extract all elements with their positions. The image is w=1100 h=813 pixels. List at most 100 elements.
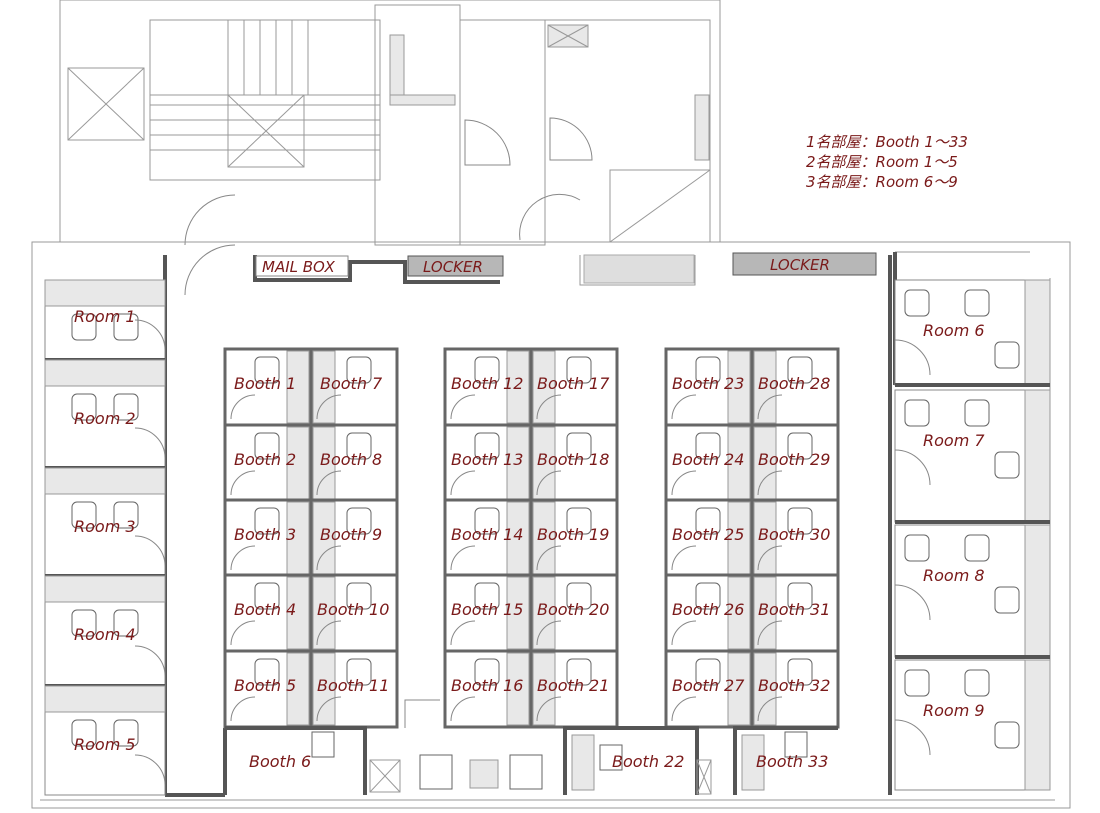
chair-icon xyxy=(787,658,813,686)
booth: Booth 5 xyxy=(223,649,313,729)
bottom-area: Booth 6 Booth 22 Booth 33 xyxy=(225,699,838,795)
booth-label: Booth 16 xyxy=(451,676,523,695)
booth-label: Booth 3 xyxy=(234,525,296,544)
booth-label: Booth 27 xyxy=(672,676,745,695)
booth: Booth 2 xyxy=(223,423,313,503)
booth: Booth 16 xyxy=(443,649,533,729)
locker-1-label: LOCKER xyxy=(423,258,483,276)
booth-label: Booth 25 xyxy=(672,525,744,544)
chair-icon xyxy=(71,501,97,529)
room-label: Room 7 xyxy=(923,431,985,450)
room-3: Room 3 xyxy=(44,467,166,578)
chair-icon xyxy=(474,507,500,535)
room-6: Room 6 xyxy=(894,279,1051,387)
booth-label: Booth 15 xyxy=(451,600,523,619)
chair-icon xyxy=(566,356,592,384)
booth-label: Booth 12 xyxy=(451,374,523,393)
chair-icon xyxy=(695,658,721,686)
mailbox: MAIL BOX xyxy=(255,255,349,277)
booth: Booth 9 xyxy=(309,498,399,578)
booth-label: Booth 4 xyxy=(234,600,296,619)
chair-icon xyxy=(787,582,813,610)
booth: Booth 8 xyxy=(309,423,399,503)
chair-icon xyxy=(71,313,97,341)
booth-label: Booth 30 xyxy=(758,525,830,544)
chair-icon xyxy=(254,507,280,535)
booth: Booth 7 xyxy=(309,347,399,427)
chair-icon xyxy=(904,669,930,697)
booth: Booth 28 xyxy=(750,347,840,427)
chair-icon xyxy=(113,609,139,637)
chair-icon xyxy=(787,432,813,460)
booth: Booth 18 xyxy=(529,423,619,503)
chair-icon xyxy=(566,582,592,610)
legend-line: 3名部屋：Room 6〜9 xyxy=(806,173,958,191)
booth: Booth 4 xyxy=(223,573,313,653)
room-label: Room 5 xyxy=(74,735,136,754)
room-label: Room 2 xyxy=(74,409,136,428)
chair-icon xyxy=(113,393,139,421)
room-1: Room 1 xyxy=(44,279,166,362)
room-label: Room 8 xyxy=(923,566,985,585)
booth: Booth 30 xyxy=(750,498,840,578)
chair-icon xyxy=(994,721,1020,749)
booth-label: Booth 22 xyxy=(612,752,684,771)
booth-label: Booth 23 xyxy=(672,374,744,393)
chair-icon xyxy=(695,507,721,535)
booth-label: Booth 31 xyxy=(758,600,830,619)
booth: Booth 21 xyxy=(529,649,619,729)
booth: Booth 27 xyxy=(664,649,754,729)
chair-icon xyxy=(346,356,372,384)
chair-icon xyxy=(254,432,280,460)
chair-icon xyxy=(904,534,930,562)
booth-label: Booth 7 xyxy=(320,374,383,393)
chair-icon xyxy=(904,399,930,427)
chair-icon xyxy=(474,582,500,610)
chair-icon xyxy=(787,356,813,384)
booth-label: Booth 21 xyxy=(537,676,609,695)
chair-icon xyxy=(964,669,990,697)
chair-icon xyxy=(566,507,592,535)
chair-icon xyxy=(566,432,592,460)
chair-icon xyxy=(994,586,1020,614)
booth: Booth 31 xyxy=(750,573,840,653)
chair-icon xyxy=(964,289,990,317)
room-2: Room 2 xyxy=(44,359,166,470)
chair-icon xyxy=(695,356,721,384)
booth-label: Booth 29 xyxy=(758,450,830,469)
room-4: Room 4 xyxy=(44,575,166,688)
booth-label: Booth 19 xyxy=(537,525,609,544)
legend-line: 2名部屋：Room 1〜5 xyxy=(806,153,958,171)
booth-label: Booth 13 xyxy=(451,450,523,469)
room-label: Room 1 xyxy=(74,307,136,326)
chair-icon xyxy=(474,658,500,686)
booth-label: Booth 24 xyxy=(672,450,744,469)
booth-label: Booth 26 xyxy=(672,600,744,619)
booth: Booth 20 xyxy=(529,573,619,653)
locker-2: LOCKER xyxy=(732,252,877,276)
chair-icon xyxy=(113,313,139,341)
chair-icon xyxy=(346,582,372,610)
chair-icon xyxy=(346,658,372,686)
chair-icon xyxy=(71,719,97,747)
chair-icon xyxy=(994,451,1020,479)
booth: Booth 15 xyxy=(443,573,533,653)
chair-icon xyxy=(113,501,139,529)
booth-label: Booth 17 xyxy=(537,374,610,393)
room-label: Room 3 xyxy=(74,517,136,536)
booth-label: Booth 2 xyxy=(234,450,296,469)
chair-icon xyxy=(346,432,372,460)
booth-label: Booth 28 xyxy=(758,374,830,393)
booth-label: Booth 11 xyxy=(317,676,389,695)
room-5: Room 5 xyxy=(44,685,166,796)
room-7: Room 7 xyxy=(894,389,1051,524)
booth-label: Booth 33 xyxy=(756,752,828,771)
booth: Booth 17 xyxy=(529,347,619,427)
legend-line: 1名部屋：Booth 1〜33 xyxy=(806,133,968,151)
chair-icon xyxy=(787,507,813,535)
booth-label: Booth 14 xyxy=(451,525,523,544)
booth-label: Booth 9 xyxy=(320,525,382,544)
